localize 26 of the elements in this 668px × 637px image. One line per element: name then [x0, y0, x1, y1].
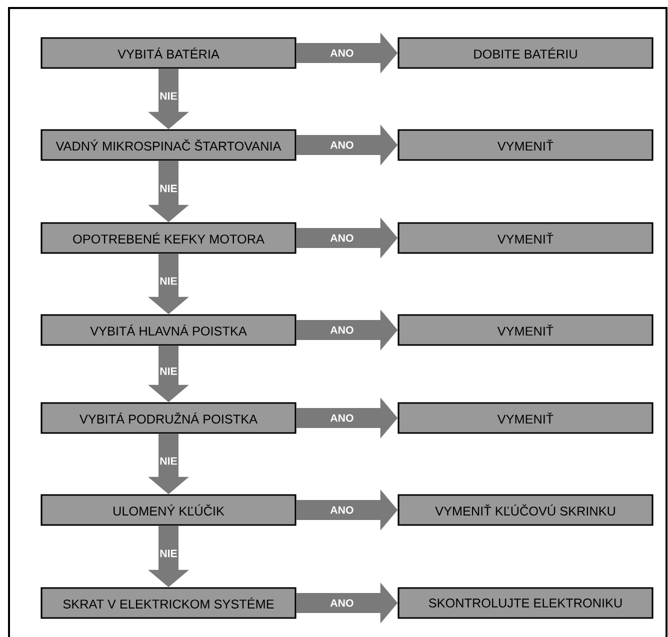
process-box: ULOMENÝ KĽÚČIK [40, 494, 296, 526]
process-box: OPOTREBENÉ KEFKY MOTORA [40, 222, 296, 254]
edge-label: ANO [329, 140, 354, 150]
edge-label: ANO [329, 598, 354, 608]
process-box: VYMENIŤ [398, 402, 654, 434]
process-box: VYBITÁ PODRUŽNÁ POISTKA [40, 402, 296, 434]
edge-label: NIE [158, 276, 178, 286]
process-box: SKRAT V ELEKTRICKOM SYSTÉME [40, 587, 296, 619]
edge-label: NIE [158, 456, 178, 466]
edge-label: ANO [329, 506, 354, 514]
edge-label: ANO [329, 414, 354, 422]
process-box: VYMENIŤ [398, 314, 654, 346]
edge-label: NIE [158, 549, 178, 558]
edge-label: ANO [329, 234, 354, 242]
process-box: VYMENIŤ KĽÚČOVÚ SKRINKU [398, 494, 654, 526]
process-box: VADNÝ MIKROSPINAČ ŠTARTOVANIA [40, 129, 296, 161]
edge-label: NIE [158, 184, 178, 193]
edge-label: ANO [329, 326, 354, 334]
process-box: VYMENIŤ [398, 222, 654, 254]
process-box: DOBITE BATÉRIU [398, 37, 654, 69]
edge-label: NIE [158, 92, 178, 100]
process-box: VYMENIŤ [398, 129, 654, 161]
edge-label: ANO [329, 48, 354, 58]
process-box: SKONTROLUJTE ELEKTRONIKU [398, 587, 654, 619]
process-box: VYBITÁ HLAVNÁ POISTKA [40, 314, 296, 346]
process-box: VYBITÁ BATÉRIA [40, 37, 296, 69]
